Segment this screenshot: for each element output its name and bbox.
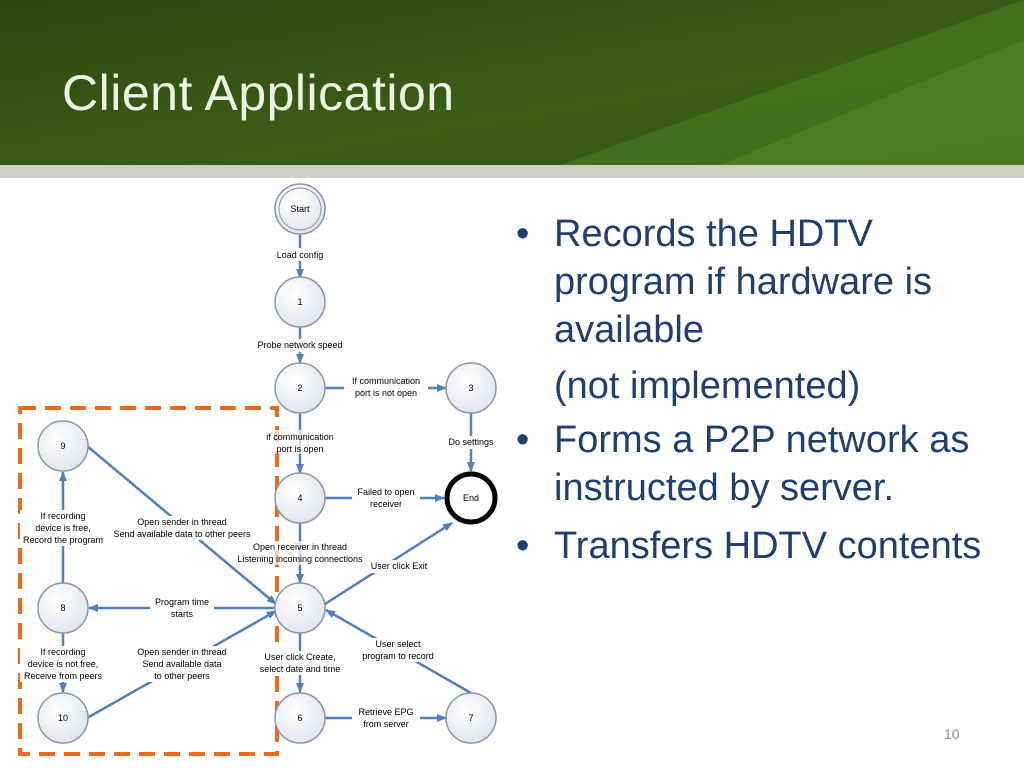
svg-text:1: 1 [297,297,302,307]
label-probe-network-speed: Probe network speed [257,340,342,350]
slide-title: Client Application [62,65,455,121]
page-number: 10 [944,726,960,742]
node-7: 7 [445,692,497,744]
label-user-select-program-2: program to record [362,651,434,661]
dashed-group-box [18,406,279,756]
bullet-item: • Transfers HDTV contents [512,522,1012,570]
label-failed-open-receiver-1: Failed to open [357,487,414,497]
node-2: 2 [274,362,326,414]
title-header-band: Client Application [0,0,1024,178]
label-recording-free-1: If recording [40,511,85,521]
label-open-sender-b-1: Open sender in thread [137,647,227,657]
bullet-marker: • [516,213,530,255]
bullet-list: • Records the HDTV program if hardware is… [512,210,1012,570]
label-open-sender-1: Open sender in thread [137,517,227,527]
label-user-click-create-2: select date and time [260,664,341,674]
label-do-settings: Do settings [448,437,494,447]
label-retrieve-epg-1: Retrieve EPG [358,707,413,717]
svg-text:10: 10 [58,713,68,723]
node-8: 8 [37,582,89,634]
bullet-item: • Records the HDTV program if hardware is… [512,210,1012,354]
label-port-open-2: port is open [276,444,323,454]
label-recording-free-3: Record the program [23,535,103,545]
node-9: 9 [37,420,89,472]
label-port-open-1: if communication [266,432,334,442]
svg-text:8: 8 [60,603,65,613]
label-open-sender-b-3: to other peers [154,671,210,681]
bullet-marker: • [516,525,530,567]
node-1: 1 [274,276,326,328]
header-background [0,0,1024,178]
label-open-sender-2: Send available data to other peers [113,529,251,539]
state-diagram: Load config Probe network speed If commu… [18,183,498,756]
svg-text:4: 4 [297,493,302,503]
label-open-sender-b-2: Send available data [142,659,221,669]
node-end: End [444,471,498,525]
bullet-text: Transfers HDTV contents [554,525,982,567]
bullet-text: (not implemented) [554,365,861,407]
node-10: 10 [37,692,89,744]
svg-text:5: 5 [297,603,302,613]
label-user-click-exit: User click Exit [371,561,428,571]
svg-text:9: 9 [60,441,65,451]
label-open-receiver-2: Listening incoming connections [237,554,363,564]
node-4: 4 [274,472,326,524]
label-recording-not-free-2: device is not free, [28,659,99,669]
bullet-marker: • [516,419,530,461]
svg-text:7: 7 [468,713,473,723]
label-program-time-1: Program time [155,597,209,607]
svg-text:3: 3 [468,383,473,393]
label-load-config: Load config [277,250,324,260]
label-recording-not-free-3: Receive from peers [24,671,103,681]
node-5: 5 [274,582,326,634]
label-open-receiver-1: Open receiver in thread [253,542,347,552]
label-retrieve-epg-2: from server [363,719,409,729]
label-program-time-2: starts [171,609,194,619]
label-port-not-open-1: If communication [352,376,420,386]
node-6: 6 [274,692,326,744]
svg-text:Start: Start [290,204,310,214]
svg-text:6: 6 [297,713,302,723]
label-port-not-open-2: port is not open [355,388,417,398]
label-recording-free-2: device is free, [35,523,91,533]
svg-text:2: 2 [297,383,302,393]
node-start: Start [274,183,326,235]
node-3: 3 [445,362,497,414]
bullet-item: • Forms a P2P network as instructed by se… [512,416,1012,512]
label-user-click-create-1: User click Create, [264,652,335,662]
bullet-text: Records the HDTV program if hardware is … [554,213,933,351]
svg-text:End: End [463,493,479,503]
label-user-select-program-1: User select [375,639,421,649]
bullet-text: Forms a P2P network as instructed by ser… [554,419,970,509]
label-failed-open-receiver-2: receiver [370,499,402,509]
label-recording-not-free-1: If recording [40,647,85,657]
bullet-subitem: (not implemented) [512,362,1012,410]
